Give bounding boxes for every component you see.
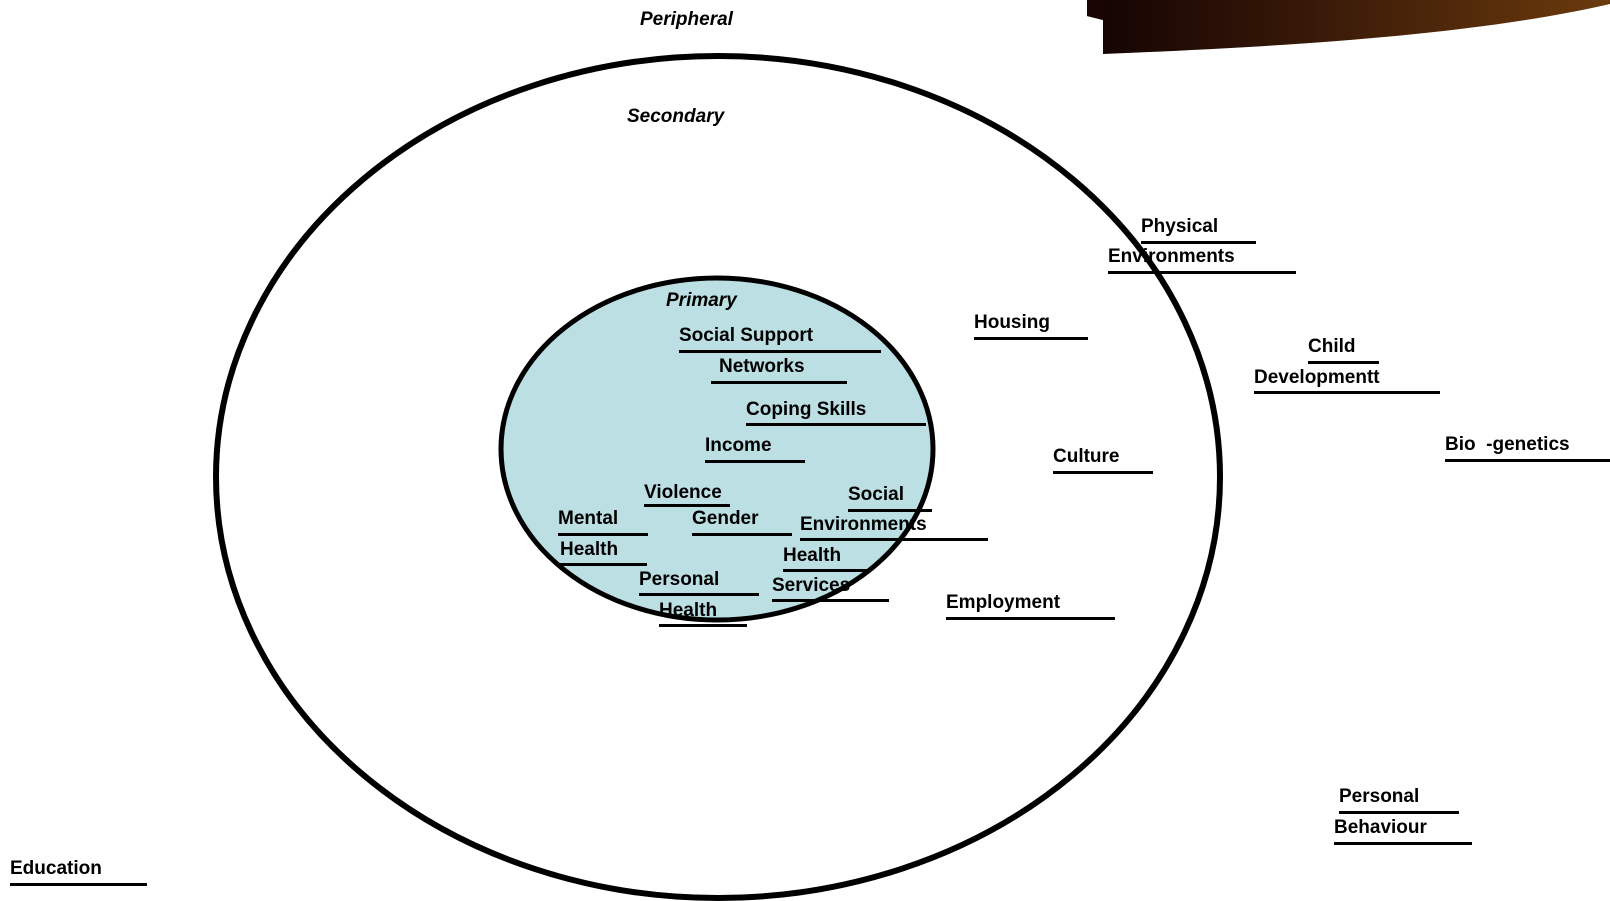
underline [1445, 459, 1610, 462]
item-physical-environments: Environments [1108, 246, 1235, 267]
item-housing: Housing [974, 312, 1050, 333]
item-networks: Networks [719, 356, 805, 377]
underline [772, 599, 889, 602]
underline [946, 617, 1115, 620]
item-child: Child [1308, 336, 1356, 357]
item-education: Education [10, 858, 102, 879]
item-bio-genetics: Bio -genetics [1445, 434, 1570, 455]
item-violence: Violence [644, 482, 722, 503]
underline [800, 538, 988, 541]
underline [679, 350, 881, 353]
item-social: Social [848, 484, 904, 505]
underline [10, 883, 147, 886]
item-physical: Physical [1141, 216, 1219, 237]
item-health: Health [783, 545, 842, 566]
underline [639, 593, 759, 596]
underline [1339, 811, 1459, 814]
tier-label-secondary: Secondary [627, 106, 725, 127]
tier-label-primary: Primary [666, 290, 737, 311]
secondary-ring [213, 53, 1223, 901]
decorative-swoosh [1087, 0, 1610, 54]
underline [783, 569, 869, 572]
item-gender: Gender [692, 508, 759, 529]
item-services: Services [772, 575, 851, 596]
underline [746, 423, 926, 426]
item-coping-skills: Coping Skills [746, 399, 867, 420]
item-personal-behaviour-1: Personal [1339, 786, 1420, 807]
item-developmentt: Developmentt [1254, 367, 1380, 388]
underline [848, 509, 932, 512]
underline [1141, 241, 1256, 244]
underline [705, 460, 805, 463]
underline [692, 533, 792, 536]
item-culture: Culture [1053, 446, 1120, 467]
tier-label-peripheral: Peripheral [640, 9, 733, 30]
underline [644, 504, 730, 507]
underline [560, 563, 647, 566]
underline [1254, 391, 1440, 394]
underline [1334, 842, 1472, 845]
underline [711, 381, 847, 384]
item-social-support: Social Support [679, 325, 814, 346]
underline [1308, 361, 1379, 364]
item-employment: Employment [946, 592, 1061, 613]
item-personal-health: Health [659, 600, 718, 621]
item-mental: Mental [558, 508, 619, 529]
item-personal-behaviour-2: Behaviour [1334, 817, 1427, 838]
underline [974, 337, 1088, 340]
underline [1053, 471, 1153, 474]
item-environments: Environments [800, 514, 927, 535]
underline [659, 624, 747, 627]
underline [558, 533, 648, 536]
item-personal: Personal [639, 569, 720, 590]
item-income: Income [705, 435, 772, 456]
item-mental-health: Health [560, 539, 619, 560]
underline [1108, 271, 1296, 274]
